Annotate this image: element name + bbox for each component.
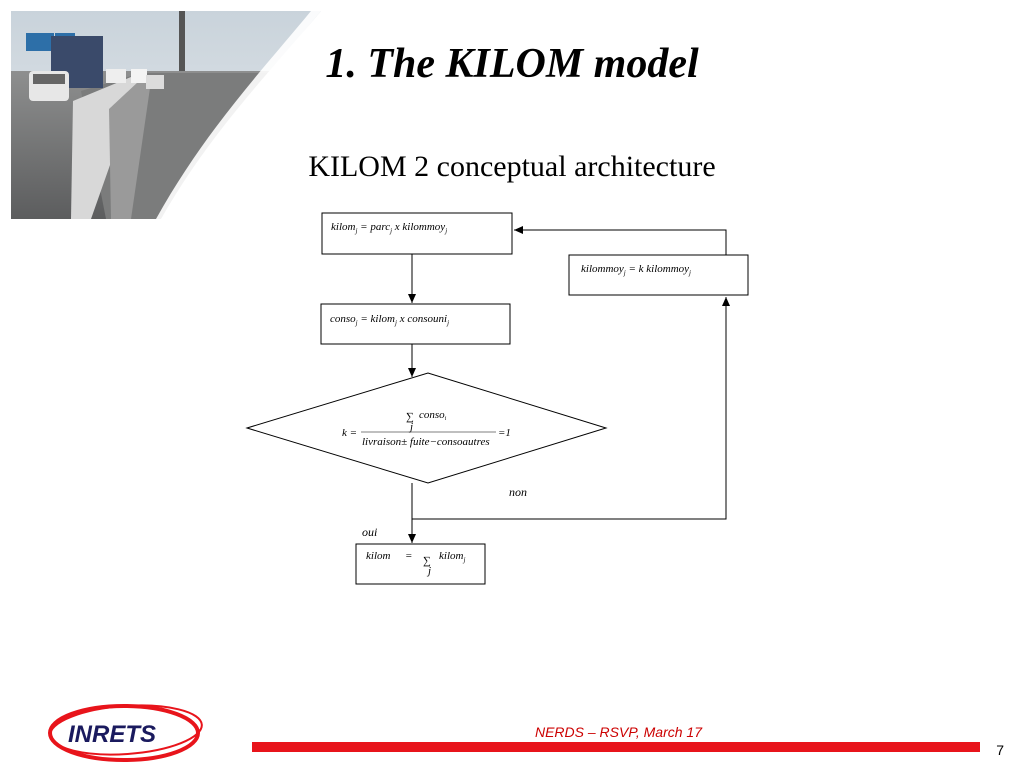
conso-box-formula: consoj = kilomj x consounij — [330, 313, 449, 327]
decision-diamond — [247, 373, 606, 483]
svg-text:INRETS: INRETS — [68, 721, 156, 748]
kilommoy-box — [569, 255, 748, 295]
total-kilom-eq: = — [405, 550, 412, 562]
page-number: 7 — [996, 742, 1004, 758]
footer-text: NERDS – RSVP, March 17 — [535, 724, 702, 740]
total-kilom-lhs: kilom — [366, 550, 390, 562]
footer-accent-bar — [252, 742, 980, 752]
k-label: k = — [342, 427, 357, 439]
kilom-box — [322, 213, 512, 254]
rhs-value: =1 — [498, 427, 511, 439]
denominator: livraison± fuite−consoautres — [362, 436, 490, 448]
kilommoy-box-formula: kilommoyj = k kilommoyj — [581, 263, 691, 277]
kilom-box-formula: kilomj = parcj x kilommoyj — [331, 221, 447, 235]
numerator: consoi — [419, 409, 447, 422]
arrow-kilommoy-to-kilom — [514, 230, 726, 255]
label-non: non — [509, 485, 527, 499]
total-kilom-term: kilomj — [439, 550, 465, 564]
label-oui: oui — [362, 525, 377, 539]
inrets-logo: INRETS — [46, 700, 206, 767]
